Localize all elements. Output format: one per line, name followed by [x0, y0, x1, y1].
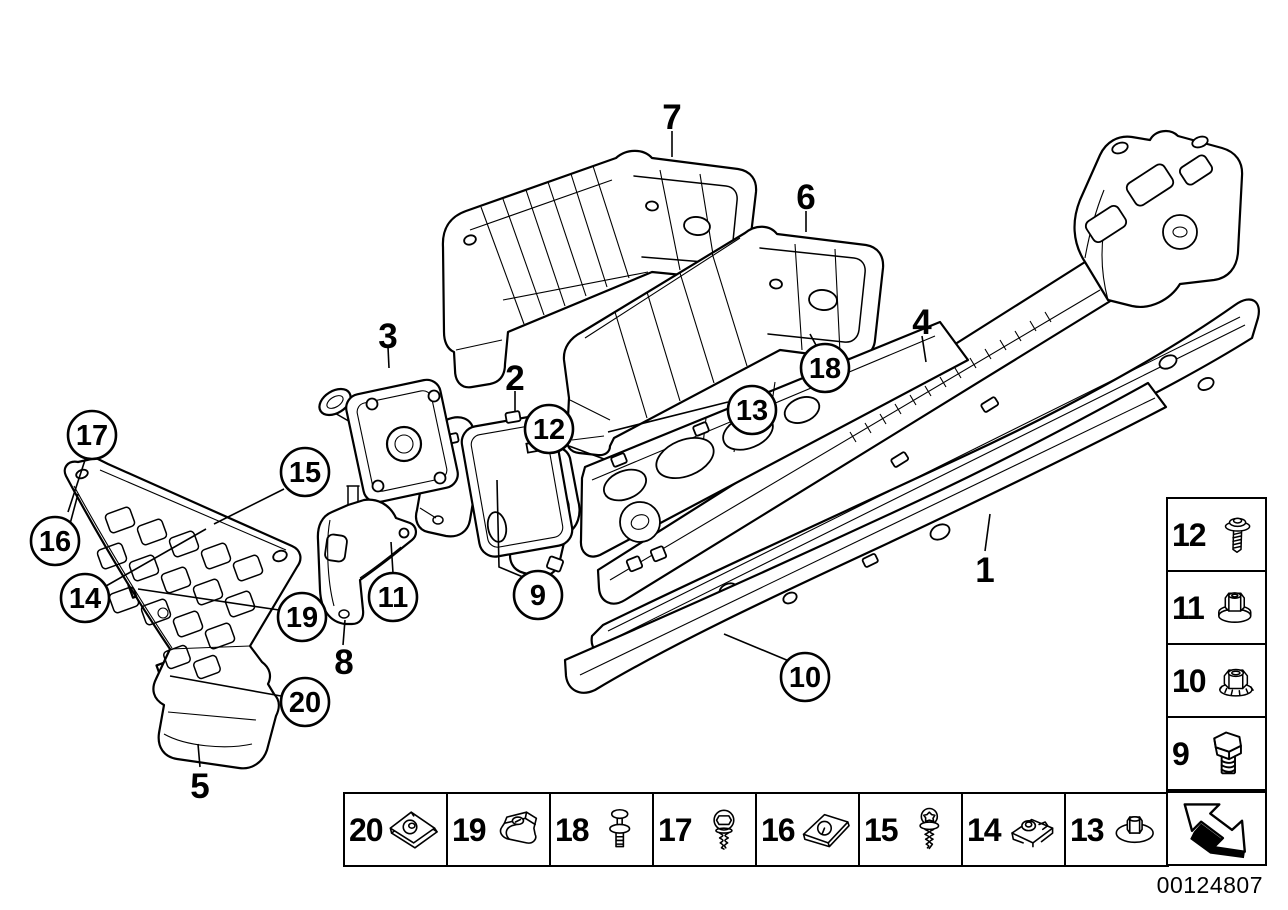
legend-number: 10 — [1172, 662, 1207, 699]
legend-number: 20 — [349, 811, 384, 848]
svg-text:15: 15 — [289, 457, 321, 489]
legend-number: 18 — [555, 811, 590, 848]
svg-text:9: 9 — [530, 580, 546, 612]
label-8[interactable]: 8 — [334, 643, 353, 682]
legend-cell-16[interactable]: 16 — [755, 792, 860, 867]
legend-cell-20[interactable]: 20 — [343, 792, 448, 867]
legend-number: 17 — [658, 811, 693, 848]
callout-10[interactable]: 10 — [779, 651, 831, 703]
label-3[interactable]: 3 — [378, 317, 397, 356]
callout-12[interactable]: 12 — [523, 403, 575, 455]
part-1-bumper-carrier-drawing — [563, 298, 1260, 694]
hex-bolt-icon — [1213, 731, 1242, 774]
legend-cell-17[interactable]: 17 — [652, 792, 757, 867]
callout-14[interactable]: 14 — [59, 572, 111, 624]
legend-cell-10[interactable]: 10 — [1166, 643, 1267, 718]
svg-text:11: 11 — [378, 582, 409, 614]
svg-text:12: 12 — [533, 414, 565, 446]
legend-number: 14 — [967, 811, 1002, 848]
cage-clamp-nut-icon — [1010, 818, 1053, 847]
nut-with-washer-icon — [1115, 815, 1154, 843]
spring-clip-icon — [499, 810, 537, 844]
collar-nut-icon — [1217, 591, 1252, 623]
label-4[interactable]: 4 — [912, 303, 932, 342]
callout-18[interactable]: 18 — [799, 342, 851, 394]
clip-nut-icon — [802, 813, 850, 847]
part-7-impact-absorber-left-drawing — [441, 149, 758, 389]
circled-callouts: 17 15 16 14 19 20 11 9 12 13 18 10 — [29, 342, 851, 728]
svg-text:13: 13 — [736, 395, 768, 427]
svg-text:14: 14 — [69, 583, 101, 615]
svg-text:17: 17 — [76, 420, 108, 452]
back-arrow-icon — [1183, 802, 1246, 858]
callout-9[interactable]: 9 — [512, 569, 564, 621]
legend-cell-19[interactable]: 19 — [446, 792, 551, 867]
image-number: 00124807 — [1156, 872, 1263, 898]
plain-labels: 7 6 3 2 4 1 8 5 — [190, 98, 994, 806]
svg-text:10: 10 — [789, 662, 821, 694]
sheet-metal-clip-nut-icon — [389, 810, 438, 849]
legend-number: 19 — [452, 811, 487, 848]
part-3-towing-bracket-drawing — [318, 378, 480, 538]
legend-cell-15[interactable]: 15 — [858, 792, 963, 867]
label-6[interactable]: 6 — [796, 178, 815, 217]
legend-number: 11 — [1172, 589, 1205, 626]
torx-flange-screw-icon — [918, 807, 939, 849]
legend-number: 13 — [1070, 811, 1105, 848]
expansion-rivet-icon — [608, 808, 630, 847]
callout-16[interactable]: 16 — [29, 515, 81, 567]
legend-cell-9[interactable]: 9 — [1166, 716, 1267, 791]
legend-cell-18[interactable]: 18 — [549, 792, 654, 867]
legend-cell-11[interactable]: 11 — [1166, 570, 1267, 645]
leader-lines — [67, 131, 991, 768]
part-5-side-bracket-drawing — [63, 456, 302, 770]
legend-number: 12 — [1172, 516, 1207, 553]
svg-text:19: 19 — [286, 602, 318, 634]
legend-cell-14[interactable]: 14 — [961, 792, 1066, 867]
flange-lock-nut-icon — [1218, 668, 1254, 697]
callout-19[interactable]: 19 — [276, 591, 328, 643]
svg-text:20: 20 — [289, 687, 321, 719]
legend-cell-13[interactable]: 13 — [1064, 792, 1169, 867]
callout-17[interactable]: 17 — [66, 409, 118, 461]
back-arrow-box[interactable] — [1166, 791, 1267, 866]
callout-13[interactable]: 13 — [726, 384, 778, 436]
part-6-impact-absorber-right-drawing — [562, 225, 885, 457]
svg-text:16: 16 — [39, 526, 71, 558]
label-2[interactable]: 2 — [505, 359, 524, 398]
callout-15[interactable]: 15 — [279, 446, 331, 498]
callout-20[interactable]: 20 — [279, 676, 331, 728]
legend-number: 9 — [1172, 735, 1190, 772]
legend-number: 16 — [761, 811, 796, 848]
legend-number: 15 — [864, 811, 899, 848]
legend-cell-12[interactable]: 12 — [1166, 497, 1267, 572]
part-8-corner-bracket-drawing — [316, 485, 417, 626]
label-5[interactable]: 5 — [190, 767, 209, 806]
hex-washer-screw-icon — [712, 809, 735, 850]
label-1[interactable]: 1 — [975, 551, 994, 590]
label-7[interactable]: 7 — [662, 98, 681, 137]
callout-11[interactable]: 11 — [367, 571, 419, 623]
washer-head-screw-icon — [1224, 517, 1250, 553]
svg-text:18: 18 — [809, 353, 841, 385]
